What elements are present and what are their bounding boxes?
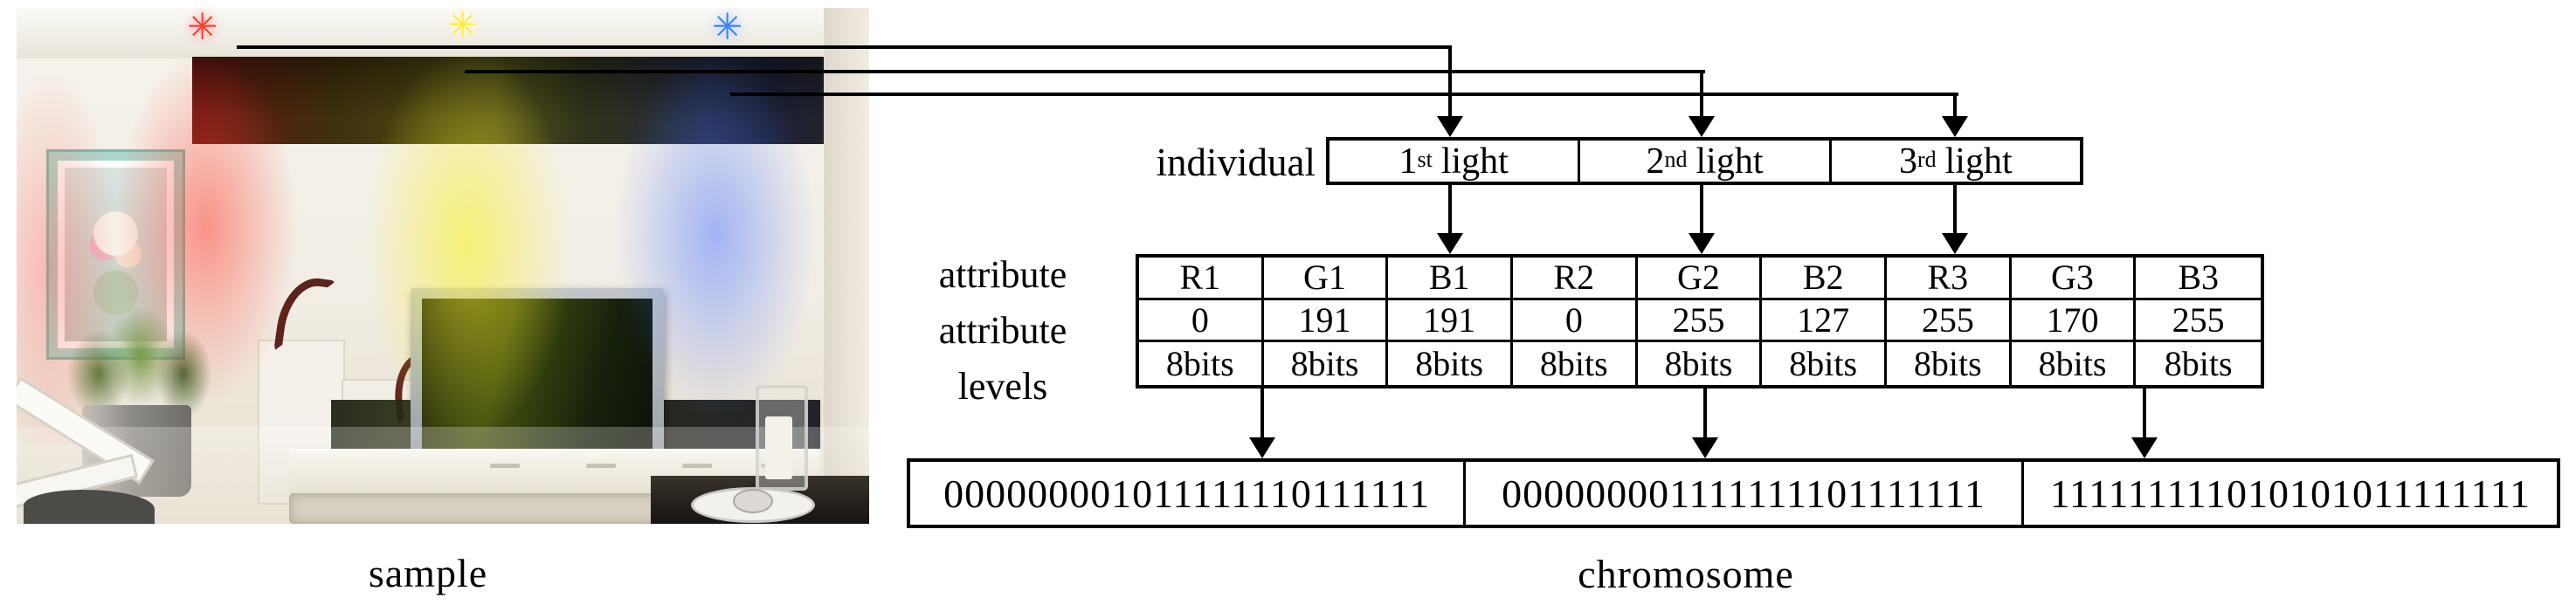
individual-label: individual bbox=[1156, 141, 1316, 184]
attr-header-G1: G1 bbox=[1263, 258, 1389, 300]
arrow-group1-to-chromosome-head-icon bbox=[1249, 437, 1275, 458]
chromosome-cell-2: 000000001111111101111111 bbox=[1466, 462, 2024, 525]
sample-label: sample bbox=[368, 551, 488, 595]
attr-bits-G3: 8bits bbox=[2012, 342, 2137, 385]
attr-level-B3: 255 bbox=[2136, 300, 2261, 343]
attr-header-R3: R3 bbox=[1887, 258, 2012, 300]
attr-level-R2: 0 bbox=[1513, 299, 1638, 343]
attr-bits-G1: 8bits bbox=[1264, 342, 1389, 385]
attr-level-G3: 170 bbox=[2011, 299, 2137, 343]
rug bbox=[289, 493, 700, 524]
sample-room-photo bbox=[17, 8, 869, 524]
attr-header-R2: R2 bbox=[1513, 258, 1638, 300]
candle bbox=[765, 416, 792, 479]
connector-line-2-horizontal bbox=[465, 70, 1705, 73]
connector-line-1-vertical bbox=[1448, 45, 1452, 119]
light-2-word: light bbox=[1695, 141, 1764, 182]
connector-line-1-horizontal bbox=[237, 45, 1452, 49]
drawer-handle bbox=[586, 464, 616, 468]
attribute-row-labels: attribute attribute levels bbox=[891, 247, 1115, 415]
chair-cushion bbox=[24, 490, 155, 524]
cup bbox=[733, 489, 773, 513]
arrow-light2-to-attr-head-icon bbox=[1689, 233, 1715, 254]
light-1-ordinal: 1 bbox=[1398, 141, 1418, 182]
arrow-light3-to-attr-head-icon bbox=[1942, 233, 1968, 254]
chromosome-cell-3: 111111111010101011111111 bbox=[2049, 471, 2531, 516]
connector-line-3-horizontal bbox=[730, 93, 1958, 96]
light-3-ordinal: 3 bbox=[1898, 141, 1917, 182]
attr-bits-B3: 8bits bbox=[2164, 344, 2233, 384]
attr-header-G3: G3 bbox=[2011, 258, 2137, 300]
attr-level-R1: 0 bbox=[1139, 299, 1264, 343]
arrow-light1-to-attr-head-icon bbox=[1437, 233, 1463, 254]
drawer-handle bbox=[682, 464, 712, 468]
attr-bits-R2: 8bits bbox=[1513, 342, 1638, 385]
light-1-word: light bbox=[1440, 141, 1509, 182]
row-label-levels: levels bbox=[957, 365, 1048, 408]
blue-light-icon: ✳ bbox=[712, 5, 743, 48]
arrow-group3-to-chromosome-line bbox=[2143, 388, 2146, 439]
arrow-light1-to-attr-line bbox=[1448, 185, 1452, 235]
wall-light-glows bbox=[17, 8, 869, 444]
chromosome-label: chromosome bbox=[1578, 552, 1794, 596]
attr-header-B2: B2 bbox=[1762, 258, 1887, 300]
chromosome-box: 000000001011111110111111 000000001111111… bbox=[907, 458, 2560, 528]
arrow-group3-to-chromosome-head-icon bbox=[2131, 437, 2158, 458]
attr-level-R3: 255 bbox=[1887, 299, 2012, 343]
attr-level-B1: 191 bbox=[1388, 299, 1513, 343]
connector-line-1-arrowhead-icon bbox=[1437, 116, 1463, 137]
drawer-handle bbox=[490, 464, 520, 468]
attr-header-B1: B1 bbox=[1388, 258, 1513, 300]
chromosome-cell-1: 000000001011111110111111 bbox=[910, 462, 1467, 525]
attr-level-G2: 255 bbox=[1637, 299, 1763, 343]
connector-line-3-vertical bbox=[1953, 93, 1957, 119]
attr-bits-B2: 8bits bbox=[1762, 342, 1887, 385]
attr-bits-R3: 8bits bbox=[1887, 342, 2012, 385]
attr-level-B2: 127 bbox=[1762, 299, 1887, 343]
row-label-attribute-2: attribute bbox=[938, 309, 1067, 352]
yellow-light-icon: ✳ bbox=[447, 3, 479, 46]
arrow-group2-to-chromosome-line bbox=[1703, 388, 1707, 439]
attr-bits-B1: 8bits bbox=[1388, 342, 1513, 385]
attr-header-G2: G2 bbox=[1637, 258, 1763, 300]
attribute-table: R1 G1 B1 R2 G2 B2 R3 G3 B3 0 191 191 0 2… bbox=[1136, 254, 2264, 388]
attr-bits-R1: 8bits bbox=[1139, 342, 1264, 385]
attr-bits-G2: 8bits bbox=[1638, 342, 1763, 385]
red-light-icon: ✳ bbox=[187, 5, 218, 48]
arrow-light3-to-attr-line bbox=[1953, 185, 1957, 235]
arrow-group1-to-chromosome-line bbox=[1260, 388, 1264, 439]
arrow-group2-to-chromosome-head-icon bbox=[1692, 437, 1718, 458]
connector-line-3-arrowhead-icon bbox=[1942, 116, 1968, 137]
attr-level-G1: 191 bbox=[1263, 299, 1389, 343]
light-2-ordinal: 2 bbox=[1646, 141, 1665, 182]
connector-line-2-arrowhead-icon bbox=[1689, 116, 1715, 137]
attr-header-R1: R1 bbox=[1139, 258, 1264, 300]
row-label-attribute-1: attribute bbox=[938, 253, 1067, 296]
attr-header-B3: B3 bbox=[2136, 258, 2261, 300]
light-3-word: light bbox=[1944, 141, 2013, 182]
arrow-light2-to-attr-line bbox=[1700, 185, 1703, 235]
